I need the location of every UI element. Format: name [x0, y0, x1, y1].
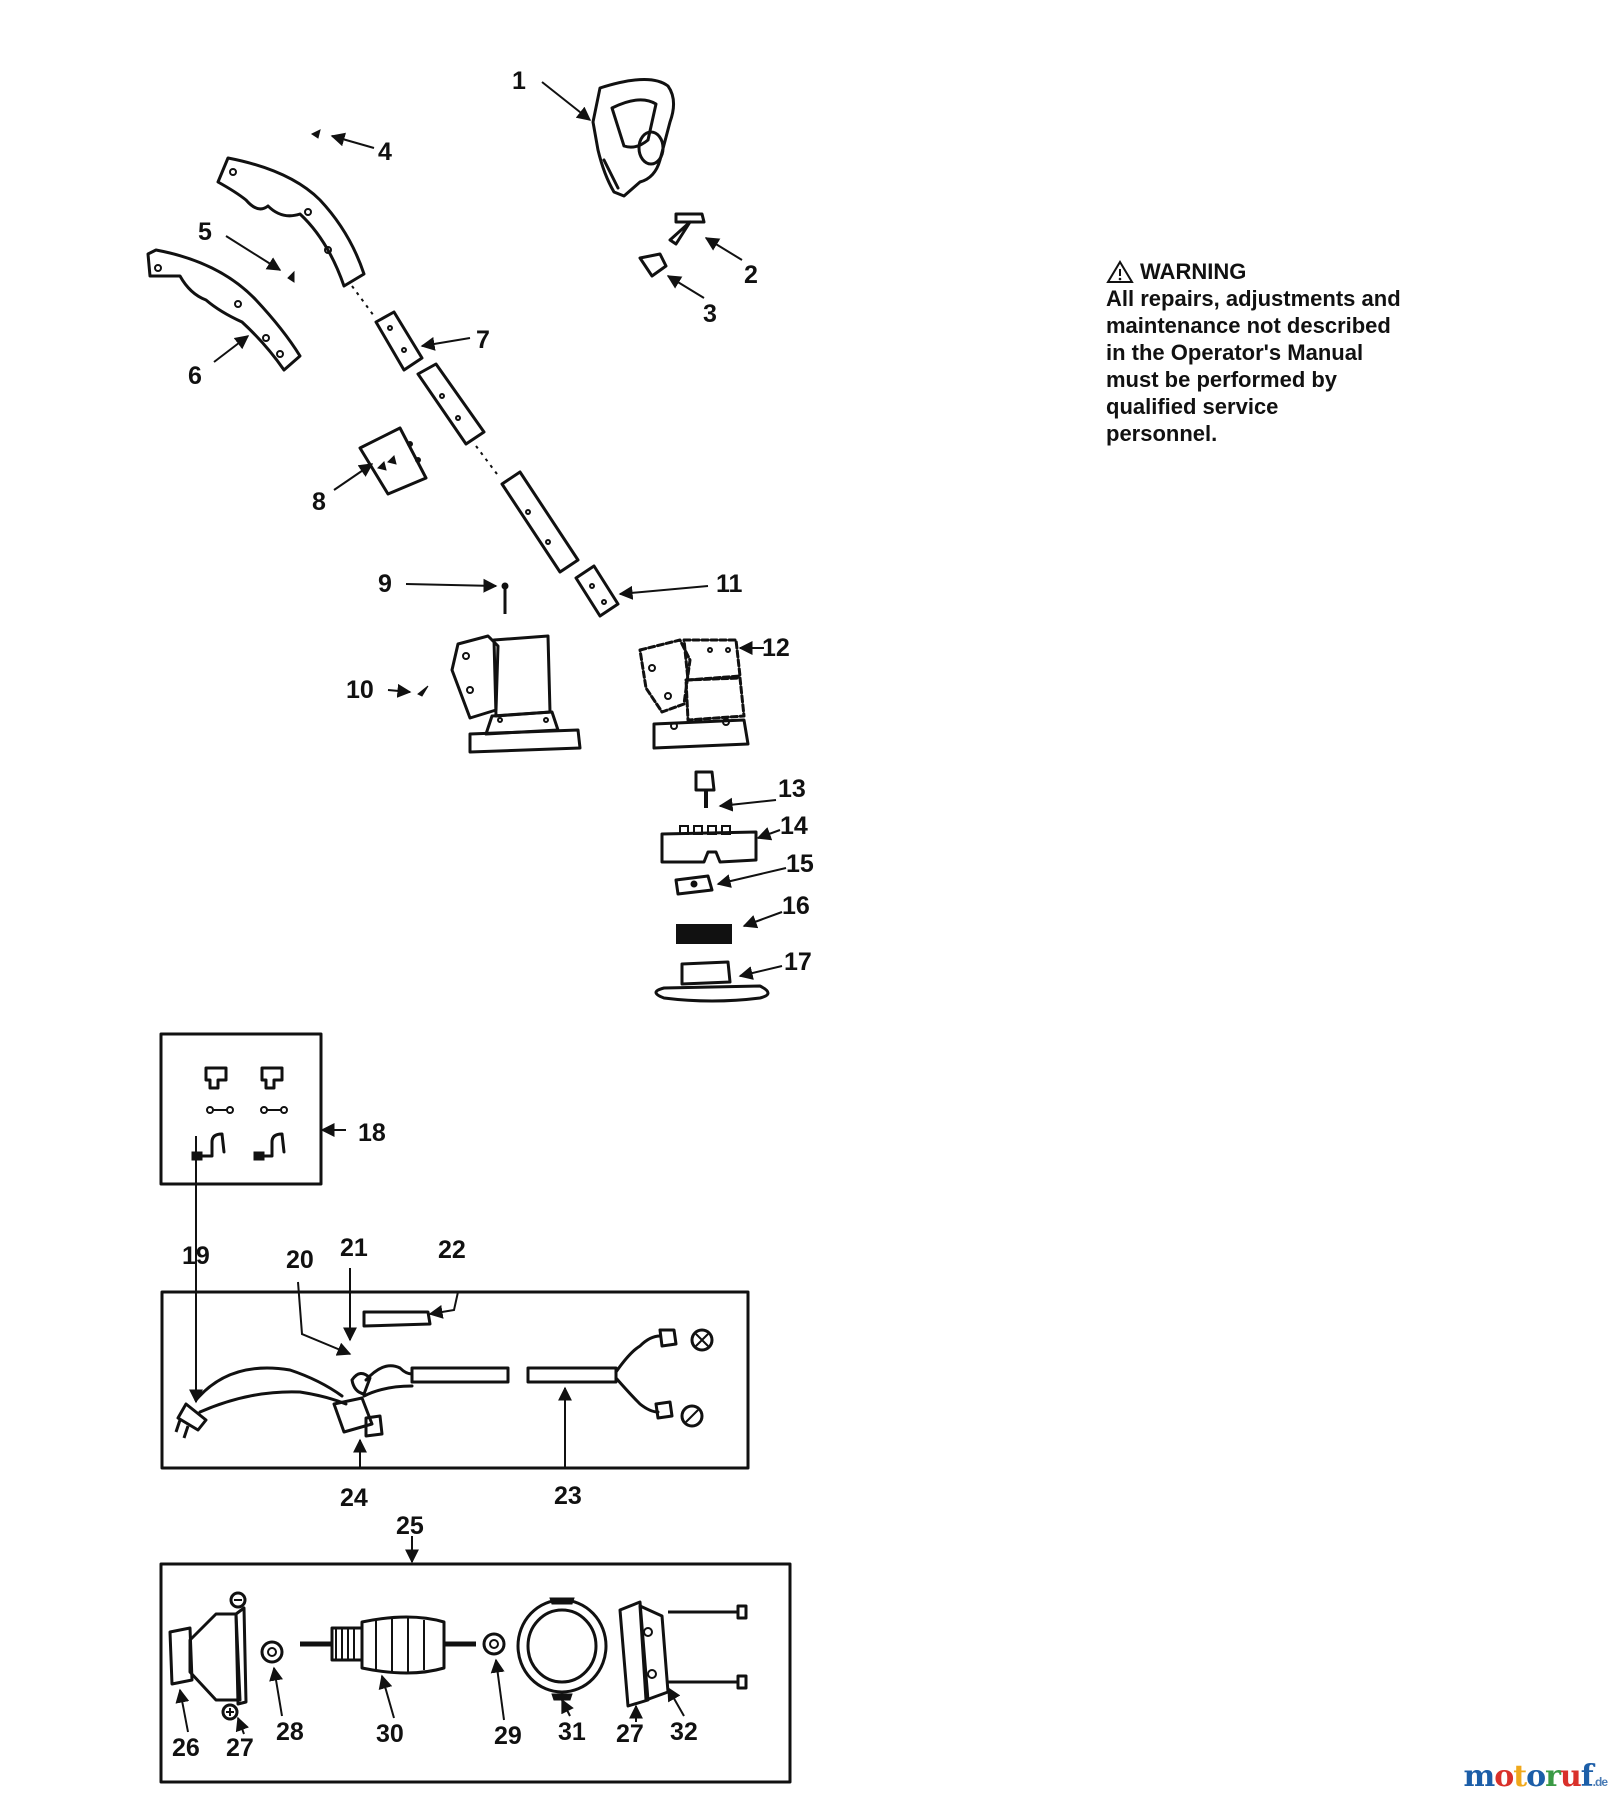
- motor-panel: [159, 1562, 792, 1784]
- part-4-screw: [311, 129, 321, 139]
- motor-assembly: [168, 1591, 748, 1721]
- callout-9: 9: [378, 570, 392, 598]
- callout-19: 19: [182, 1242, 210, 1270]
- callout-2: 2: [744, 261, 758, 289]
- part-9-screw: [501, 582, 509, 614]
- callout-29: 29: [494, 1722, 522, 1750]
- brand-letter-7: f: [1580, 1759, 1594, 1794]
- callout-4: 4: [378, 138, 392, 166]
- callout-8: 8: [312, 488, 326, 516]
- callout-27b: 27: [616, 1720, 644, 1748]
- warning-line-1: All repairs, adjustments and: [1106, 286, 1401, 311]
- brand-letter-2: o: [1494, 1759, 1514, 1794]
- brand-letter-6: u: [1559, 1759, 1582, 1794]
- callout-17: 17: [784, 948, 812, 976]
- callout-7: 7: [476, 326, 490, 354]
- callout-30: 30: [376, 1720, 404, 1748]
- callout-20: 20: [286, 1246, 314, 1274]
- part-8-bracket: [358, 426, 428, 496]
- callout-21: 21: [340, 1234, 368, 1262]
- callout-15: 15: [786, 850, 814, 878]
- brand-letter-4: o: [1526, 1759, 1546, 1794]
- wiring-harness: [174, 1310, 714, 1439]
- part-2-bolt: [668, 212, 706, 246]
- part-16-spool: [676, 924, 732, 944]
- part-5-screw: [287, 270, 295, 283]
- callout-16: 16: [782, 892, 810, 920]
- callout-31: 31: [558, 1718, 586, 1746]
- warning-triangle-icon: [1106, 259, 1134, 283]
- callout-28: 28: [276, 1718, 304, 1746]
- warning-block: WARNING All repairs, adjustments and mai…: [1106, 258, 1466, 447]
- part-10-motor-housing: [450, 634, 582, 754]
- brand-logo: motoruf.de: [1463, 1759, 1608, 1794]
- part-6-housing-half: [146, 248, 302, 372]
- callout-6: 6: [188, 362, 202, 390]
- part-shaft: [351, 285, 620, 618]
- part-10-screw: [417, 685, 429, 697]
- callout-13: 13: [778, 775, 806, 803]
- callout-27a: 27: [226, 1734, 254, 1762]
- callout-14: 14: [780, 812, 808, 840]
- callout-23: 23: [554, 1482, 582, 1510]
- callout-10: 10: [346, 676, 374, 704]
- warning-line-6: personnel.: [1106, 421, 1218, 446]
- warning-title-row: WARNING: [1106, 258, 1466, 285]
- wiring-panel: [160, 1290, 750, 1470]
- part-18-kit: [159, 1032, 323, 1186]
- part-3-nut: [638, 252, 668, 278]
- callout-32: 32: [670, 1718, 698, 1746]
- callout-5: 5: [198, 218, 212, 246]
- part-17-cap: [654, 960, 770, 1003]
- part-14-plate: [660, 825, 758, 864]
- callout-18: 18: [358, 1119, 386, 1147]
- warning-line-5: qualified service: [1106, 394, 1279, 419]
- callout-22: 22: [438, 1236, 466, 1264]
- part-15-insert: [674, 874, 714, 896]
- part-12-motor-housing: [638, 638, 750, 750]
- warning-line-3: in the Operator's Manual: [1106, 340, 1364, 365]
- callout-12: 12: [762, 634, 790, 662]
- part-13-bolt: [694, 770, 716, 808]
- brand-letter-3: t: [1513, 1759, 1527, 1794]
- warning-line-4: must be performed by: [1106, 367, 1338, 392]
- brand-letter-5: r: [1545, 1759, 1561, 1794]
- warning-line-2: maintenance not described: [1106, 313, 1391, 338]
- brand-suffix: .de: [1592, 1775, 1608, 1789]
- brand-letter-1: m: [1463, 1759, 1495, 1794]
- warning-title: WARNING: [1140, 259, 1247, 284]
- callout-25: 25: [396, 1512, 424, 1540]
- callout-26: 26: [172, 1734, 200, 1762]
- part-upper-housing: [216, 156, 366, 288]
- callout-24: 24: [340, 1484, 368, 1512]
- callout-1: 1: [512, 67, 526, 95]
- callout-11: 11: [716, 570, 743, 598]
- part-1-handle: [591, 77, 675, 198]
- callout-3: 3: [703, 300, 717, 328]
